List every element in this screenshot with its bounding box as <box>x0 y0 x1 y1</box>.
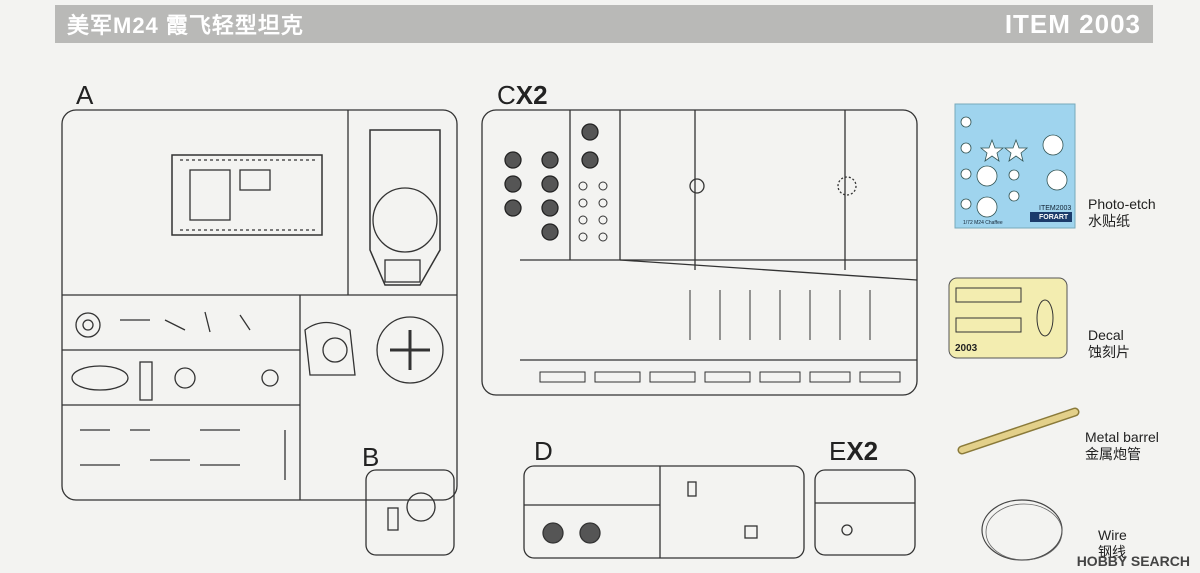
header-bar: 美军M24 霞飞轻型坦克 ITEM 2003 <box>55 5 1153 43</box>
sprue-d <box>523 465 805 559</box>
section-label-c: CX2 <box>497 80 548 110</box>
watermark: HOBBY SEARCH <box>1076 553 1190 569</box>
product-title: 美军M24 霞飞轻型坦克 <box>67 13 304 38</box>
sprue-e <box>814 469 916 556</box>
section-label-d: D <box>534 436 553 466</box>
photo-etch-sheet <box>948 277 1068 359</box>
decal-code: ITEM2003 <box>1039 205 1072 212</box>
sprue-a <box>61 109 458 501</box>
section-label-e: EX2 <box>829 436 879 466</box>
section-label-b: B <box>362 442 380 472</box>
metal-barrel <box>957 407 1080 455</box>
road-wheels <box>504 123 599 241</box>
decal-sheet <box>954 103 1076 229</box>
etch-code: 2003 <box>955 343 978 354</box>
decal-caption: 1/72 M24 Chaffee <box>963 220 1003 226</box>
wire-coil <box>981 499 1063 561</box>
sprue-b <box>365 469 455 556</box>
decal-brand: FORART <box>1039 214 1069 221</box>
small-wheels <box>578 181 608 242</box>
track-links <box>539 290 901 383</box>
section-label-a: A <box>76 80 94 110</box>
sprue-c <box>481 109 918 396</box>
item-number: ITEM 2003 <box>1004 8 1141 39</box>
